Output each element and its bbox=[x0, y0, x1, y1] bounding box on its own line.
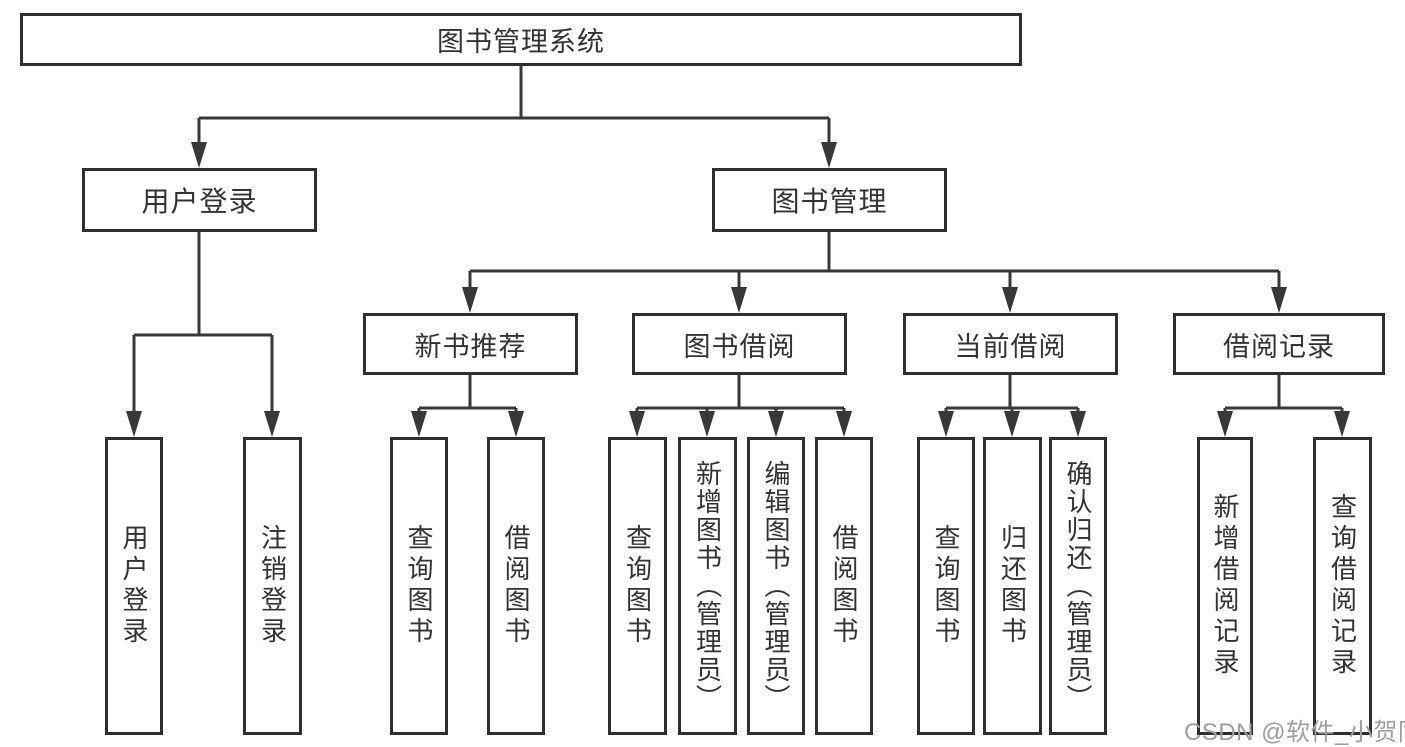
leaf-newbook-borrow-books: 借阅图书 bbox=[487, 437, 545, 735]
leaf-borrow-add-books-admin-label: 新增图书（管理员） bbox=[692, 460, 723, 712]
leaf-newbook-borrow-books-label: 借阅图书 bbox=[501, 524, 531, 648]
arrowheads bbox=[126, 142, 1350, 437]
node-user-login: 用户登录 bbox=[82, 168, 317, 232]
leaf-borrow-edit-books-admin-label: 编辑图书（管理员） bbox=[761, 460, 791, 712]
node-book-borrowing: 图书借阅 bbox=[632, 313, 847, 375]
leaf-current-query-books-label: 查询图书 bbox=[931, 524, 961, 648]
leaf-newbook-query-books-label: 查询图书 bbox=[404, 524, 434, 648]
leaf-user-login: 用户登录 bbox=[105, 437, 163, 735]
node-book-borrowing-label: 图书借阅 bbox=[683, 331, 796, 362]
node-current-borrowing-label: 当前借阅 bbox=[954, 331, 1067, 362]
leaf-records-add-record: 新增借阅记录 bbox=[1197, 437, 1253, 735]
leaf-logout-label: 注销登录 bbox=[257, 524, 288, 648]
leaf-borrow-query-books-label: 查询图书 bbox=[622, 524, 653, 648]
node-book-management: 图书管理 bbox=[712, 168, 947, 232]
node-new-book-recommendation: 新书推荐 bbox=[363, 313, 578, 375]
leaf-records-query-record: 查询借阅记录 bbox=[1313, 437, 1372, 735]
leaf-current-confirm-return-admin-label: 确认归还（管理员） bbox=[1063, 460, 1093, 712]
node-new-book-recommendation-label: 新书推荐 bbox=[414, 331, 527, 362]
leaf-current-confirm-return-admin: 确认归还（管理员） bbox=[1049, 437, 1107, 735]
node-book-management-label: 图书管理 bbox=[771, 186, 888, 217]
node-current-borrowing: 当前借阅 bbox=[903, 313, 1118, 375]
node-user-login-label: 用户登录 bbox=[141, 186, 258, 217]
leaf-borrow-edit-books-admin: 编辑图书（管理员） bbox=[747, 437, 805, 735]
leaf-current-return-books-label: 归还图书 bbox=[997, 524, 1028, 648]
leaf-user-login-label: 用户登录 bbox=[119, 524, 149, 648]
node-borrowing-records-label: 借阅记录 bbox=[1223, 331, 1335, 362]
leaf-borrow-borrow-books: 借阅图书 bbox=[815, 437, 873, 735]
leaf-current-return-books: 归还图书 bbox=[983, 437, 1042, 735]
leaf-records-query-record-label: 查询借阅记录 bbox=[1327, 493, 1358, 679]
leaf-current-query-books: 查询图书 bbox=[917, 437, 975, 735]
leaf-records-add-record-label: 新增借阅记录 bbox=[1210, 493, 1240, 679]
leaf-newbook-query-books: 查询图书 bbox=[390, 437, 448, 735]
leaf-logout: 注销登录 bbox=[243, 437, 302, 735]
leaf-borrow-borrow-books-label: 借阅图书 bbox=[829, 524, 859, 648]
csdn-watermark: CSDN @软件_小贺同学 bbox=[1184, 719, 1405, 746]
leaf-borrow-add-books-admin: 新增图书（管理员） bbox=[678, 437, 737, 735]
node-borrowing-records: 借阅记录 bbox=[1173, 313, 1385, 375]
node-library-management-system: 图书管理系统 bbox=[20, 13, 1022, 66]
leaf-borrow-query-books: 查询图书 bbox=[608, 437, 667, 735]
node-library-management-system-label: 图书管理系统 bbox=[437, 27, 605, 57]
